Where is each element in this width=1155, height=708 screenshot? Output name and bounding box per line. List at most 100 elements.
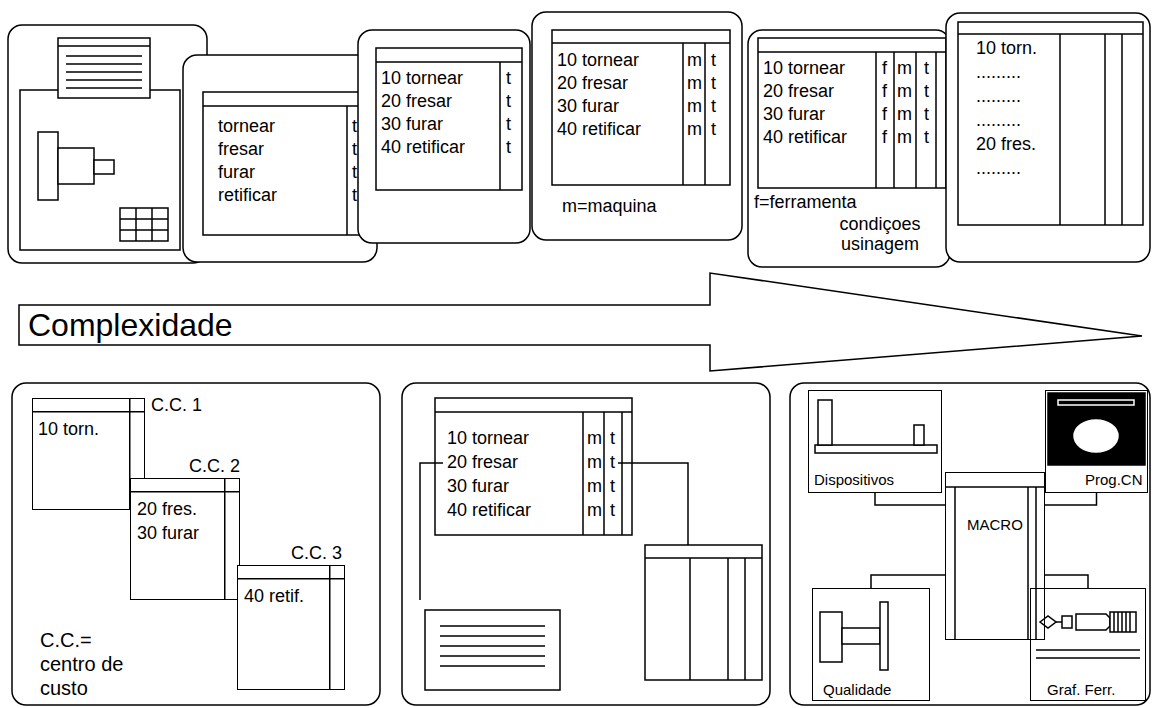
cell-text: m [587, 500, 602, 521]
panel-sheet [958, 34, 1143, 225]
cell-text: C.C.= centro de custo [40, 628, 140, 700]
cell-text: 30 furar [447, 476, 509, 497]
panel-sheet [758, 38, 946, 188]
fixture-picture [818, 400, 832, 445]
cell-text: m [897, 81, 912, 102]
fixture-picture [815, 400, 937, 453]
cell-text: 10 torn. [976, 38, 1037, 59]
cell-text: m [897, 127, 912, 148]
panel-drawing [20, 90, 180, 250]
cell-text: t [352, 139, 357, 160]
panel-sheet [425, 610, 560, 690]
panel-sheet [435, 398, 632, 535]
tool-picture [1036, 650, 1140, 658]
tool-graphics-box: Graf. Ferr. [1030, 588, 1146, 701]
panel-sheet [402, 383, 770, 705]
cell-text: t [352, 116, 357, 137]
nc-program-picture [1058, 400, 1134, 405]
panel-sheet [748, 30, 950, 267]
panel: 10 torn............................20 fr… [946, 13, 1150, 262]
cell-text: m [587, 428, 602, 449]
cell-text: t [711, 119, 716, 140]
panel-drawing [58, 148, 94, 184]
cell-text: 10 tornear [447, 428, 529, 449]
cell-text: 30 furar [137, 523, 199, 544]
cell-text: t [506, 114, 511, 135]
panel-sheet [552, 30, 730, 185]
cell-text: f [882, 58, 887, 79]
panel-sheet [645, 545, 762, 680]
cell-text: 40 retificar [381, 137, 465, 158]
tool-picture [1076, 614, 1110, 630]
heading-label: C.C. 1 [151, 395, 202, 416]
cell-text: 20 fresar [557, 73, 628, 94]
panel-sheet [203, 106, 365, 235]
panel-drawing [94, 160, 114, 174]
cell-text: m [687, 119, 702, 140]
cell-text: 40 retif. [244, 586, 304, 607]
nc-program-box: Prog.CN [1045, 390, 1148, 493]
panel-sheet [532, 12, 742, 240]
heading-label: C.C. 2 [189, 456, 240, 477]
panel: 10 tornear20 fresar30 furar40 retificarf… [748, 30, 950, 267]
cell-text: 40 retificar [763, 127, 847, 148]
cell-text: MACRO [967, 516, 1023, 533]
cell-text: m [687, 50, 702, 71]
quality-picture [820, 612, 842, 662]
panel-sheet [376, 48, 522, 190]
cell-text: Prog.CN [1085, 471, 1143, 488]
tool-picture [1062, 616, 1072, 628]
heading-label: C.C. 3 [291, 543, 342, 564]
cell-text: retificar [218, 185, 277, 206]
cost-center-sheet: C.C. 110 torn. [32, 398, 145, 510]
cell-text: t [352, 185, 357, 206]
tool-picture [1114, 612, 1130, 632]
cell-text: m [587, 452, 602, 473]
panel-sheet [532, 12, 742, 240]
fixture-box: Dispositivos [808, 390, 942, 493]
connector-line [875, 493, 945, 505]
cost-center-sheet: C.C. 340 retif. [237, 565, 345, 690]
nc-program-picture [1074, 420, 1118, 452]
cell-text: m [897, 104, 912, 125]
panel-sheet [440, 626, 545, 666]
cell-text: m [587, 476, 602, 497]
cell-text: 10 torn. [38, 419, 99, 440]
cell-text: Graf. Ferr. [1047, 681, 1115, 698]
cell-text: f [882, 81, 887, 102]
fixture-picture [914, 425, 924, 445]
cell-text: condiçoes usinagem [828, 214, 932, 254]
nc-program-picture [1048, 393, 1145, 465]
quality-picture [820, 602, 888, 670]
panel-drawing [8, 25, 207, 263]
panel-sheet [946, 13, 1150, 262]
panel-drawing [120, 208, 168, 241]
cell-text: ......... [976, 110, 1021, 131]
cell-text: 10 tornear [557, 50, 639, 71]
panel-frame [790, 383, 1150, 705]
cell-text: 20 fresar [763, 81, 834, 102]
cell-text: m=maquina [562, 196, 657, 217]
complexity-arrow: Complexidade [18, 270, 1145, 374]
cell-text: t [506, 137, 511, 158]
cell-text: 10 tornear [381, 68, 463, 89]
panel-frame [12, 383, 380, 705]
panel-sheet [183, 55, 377, 262]
cell-text: m [687, 96, 702, 117]
panel-drawing [120, 208, 168, 241]
cell-text: ......... [976, 86, 1021, 107]
panel: 10 tornear20 fresar30 furar40 retificart… [358, 30, 530, 243]
cell-text: 30 furar [381, 114, 443, 135]
cell-text: m [687, 73, 702, 94]
cell-text: t [506, 68, 511, 89]
panel: tornearfresarfurarretificartttt [183, 55, 377, 262]
connector-line [871, 575, 945, 588]
panel-sheet [358, 30, 530, 243]
panel-sheet [958, 22, 1143, 225]
cell-text: t [506, 91, 511, 112]
panel-sheet [435, 412, 632, 535]
panel-drawing [58, 46, 150, 88]
cell-text: 20 fres. [976, 134, 1036, 155]
cell-text: tornear [218, 116, 275, 137]
panel: 10 tornear20 fresar30 furar40 retificarm… [402, 383, 770, 705]
